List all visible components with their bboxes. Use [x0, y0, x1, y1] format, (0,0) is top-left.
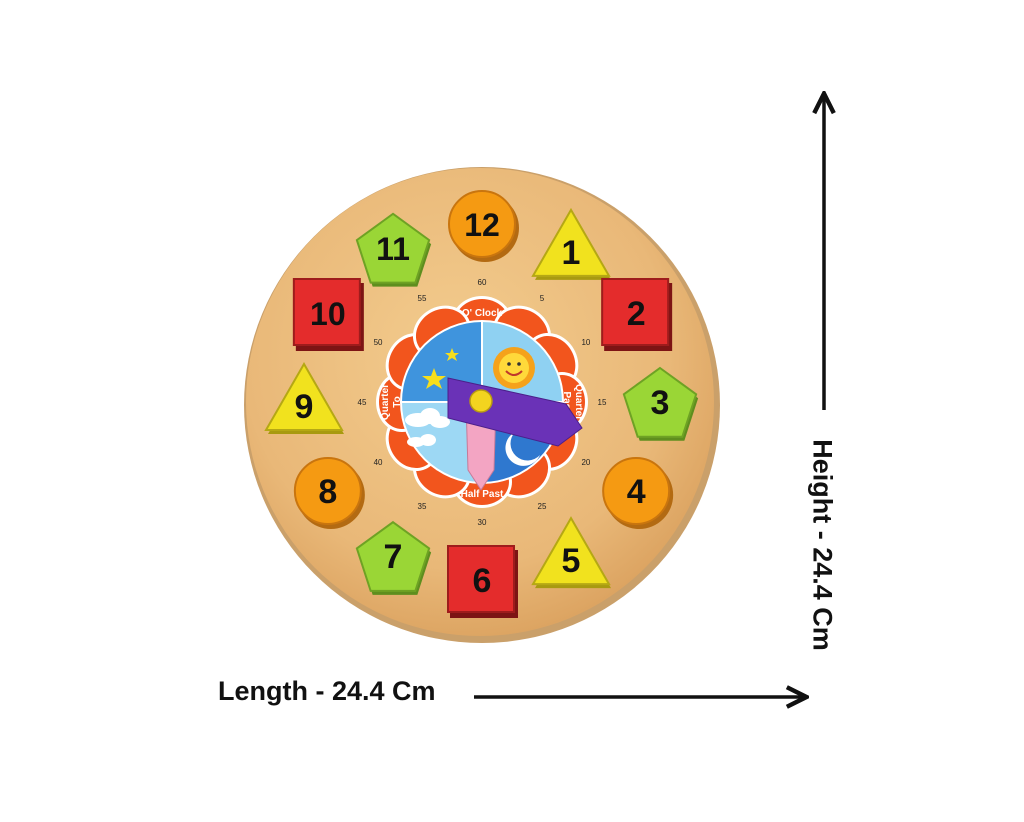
cloud-icon	[405, 408, 450, 428]
minute-mark: 35	[418, 502, 427, 511]
number-piece-7[interactable]: 7	[355, 520, 432, 595]
cloud-small-icon	[407, 434, 436, 447]
label-quarter-to-2: To	[392, 396, 403, 407]
length-label: Length - 24.4 Cm	[218, 676, 436, 706]
number-piece-9[interactable]: 9	[264, 361, 344, 434]
star-small-icon	[445, 348, 459, 361]
label-quarter-to-1: Quarter	[380, 384, 391, 420]
number-piece-4[interactable]: 4	[602, 457, 674, 529]
sun-icon	[493, 347, 535, 389]
number-piece-10[interactable]: 10	[292, 278, 364, 351]
minute-mark: 60	[478, 278, 487, 287]
moon-icon	[505, 432, 540, 466]
clock-hands	[447, 377, 583, 491]
minute-mark: 50	[374, 338, 383, 347]
number-label: 1	[562, 234, 581, 272]
number-label: 3	[651, 384, 670, 422]
number-label: 11	[376, 231, 410, 267]
number-piece-3[interactable]: 3	[622, 366, 699, 441]
number-piece-5[interactable]: 5	[531, 516, 611, 589]
minute-ticks: 60 5 10 15 20 25 30 35 40 45 50 55	[358, 278, 607, 527]
number-piece-6[interactable]: 6	[447, 545, 518, 618]
star-icon	[422, 368, 446, 389]
number-piece-11[interactable]: 11	[355, 212, 432, 287]
minute-mark: 20	[581, 458, 590, 467]
number-label: 12	[464, 207, 500, 243]
number-label: 7	[384, 538, 403, 576]
number-piece-2[interactable]: 2	[601, 278, 673, 351]
number-label: 4	[627, 473, 646, 511]
number-label: 10	[310, 296, 346, 332]
minute-mark: 55	[418, 294, 427, 303]
label-quarter-past-2: Past	[561, 391, 572, 413]
minute-mark: 40	[374, 458, 383, 467]
minute-mark: 25	[538, 502, 547, 511]
number-label: 9	[295, 388, 314, 426]
minute-mark: 5	[540, 294, 545, 303]
minute-mark: 45	[358, 398, 367, 407]
number-piece-1[interactable]: 1	[531, 207, 611, 280]
height-label: Height - 24.4 Cm	[807, 439, 838, 651]
minute-mark: 10	[581, 338, 590, 347]
number-piece-8[interactable]: 8	[293, 457, 365, 529]
hand-pin	[469, 389, 493, 413]
minute-mark: 15	[598, 398, 607, 407]
number-label: 8	[318, 473, 337, 511]
number-label: 6	[473, 562, 492, 600]
number-label: 2	[627, 295, 646, 333]
label-quarter-past-1: Quarter	[573, 384, 584, 420]
label-oclock: O' Clock	[462, 308, 503, 319]
label-half-past: Half Past	[461, 489, 504, 500]
number-piece-12[interactable]: 12	[448, 190, 519, 262]
minute-mark: 30	[478, 518, 487, 527]
number-label: 5	[562, 542, 581, 580]
